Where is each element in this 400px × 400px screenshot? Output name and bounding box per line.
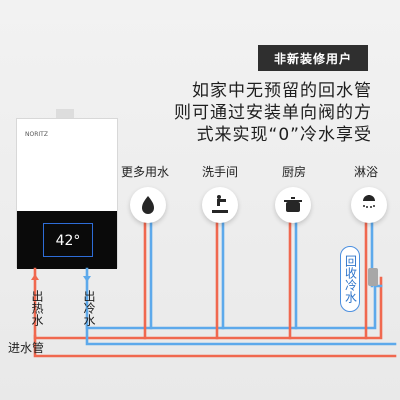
check-valve	[368, 268, 378, 286]
heater-brand: NORITZ	[25, 131, 48, 138]
non-new-decor-badge: 非新装修用户	[258, 45, 368, 71]
outlet-label-washroom: 洗手间	[202, 165, 239, 179]
headline-line-3: 式来实现“0”冷水享受	[196, 125, 372, 145]
droplet-icon	[142, 196, 154, 214]
inlet-pipe-label: 进水管	[8, 341, 45, 355]
headline-line-2: 则可通过安装单向阀的方	[174, 103, 372, 123]
inlet-hot-link-pipe	[33, 334, 397, 358]
faucet-icon	[212, 195, 228, 213]
temperature-display: 42°	[43, 223, 93, 257]
return-cold-water-tag: 回收冷水	[340, 246, 360, 312]
outlet-washroom	[202, 187, 238, 223]
pot-icon	[284, 197, 302, 212]
outlet-label-more-water: 更多用水	[121, 165, 170, 179]
headline-line-1: 如家中无预留的回水管	[192, 81, 372, 101]
cold-water-main-pipe	[85, 267, 383, 330]
heater-control-panel: 42°	[17, 211, 117, 269]
hot-water-main-pipe	[33, 267, 383, 340]
water-heater: NORITZ 42°	[16, 118, 118, 269]
hot-water-out-label: 出热水	[30, 290, 44, 326]
shower-icon	[363, 195, 375, 208]
return-cold-water-label: 回收冷水	[343, 255, 358, 303]
inlet-cold-link-pipe	[85, 324, 397, 346]
heater-top-bracket	[56, 109, 74, 119]
outlet-kitchen	[275, 187, 311, 223]
hot-out-arrow	[31, 274, 39, 280]
cold-out-arrow	[83, 276, 91, 282]
outlet-label-kitchen: 厨房	[282, 165, 307, 179]
outlet-more-water	[130, 187, 166, 223]
outlet-label-shower: 淋浴	[354, 165, 379, 179]
outlet-shower	[351, 187, 387, 223]
headline: 如家中无预留的回水管 则可通过安装单向阀的方 式来实现“0”冷水享受	[132, 80, 372, 146]
cold-water-out-label: 出冷水	[82, 290, 96, 326]
